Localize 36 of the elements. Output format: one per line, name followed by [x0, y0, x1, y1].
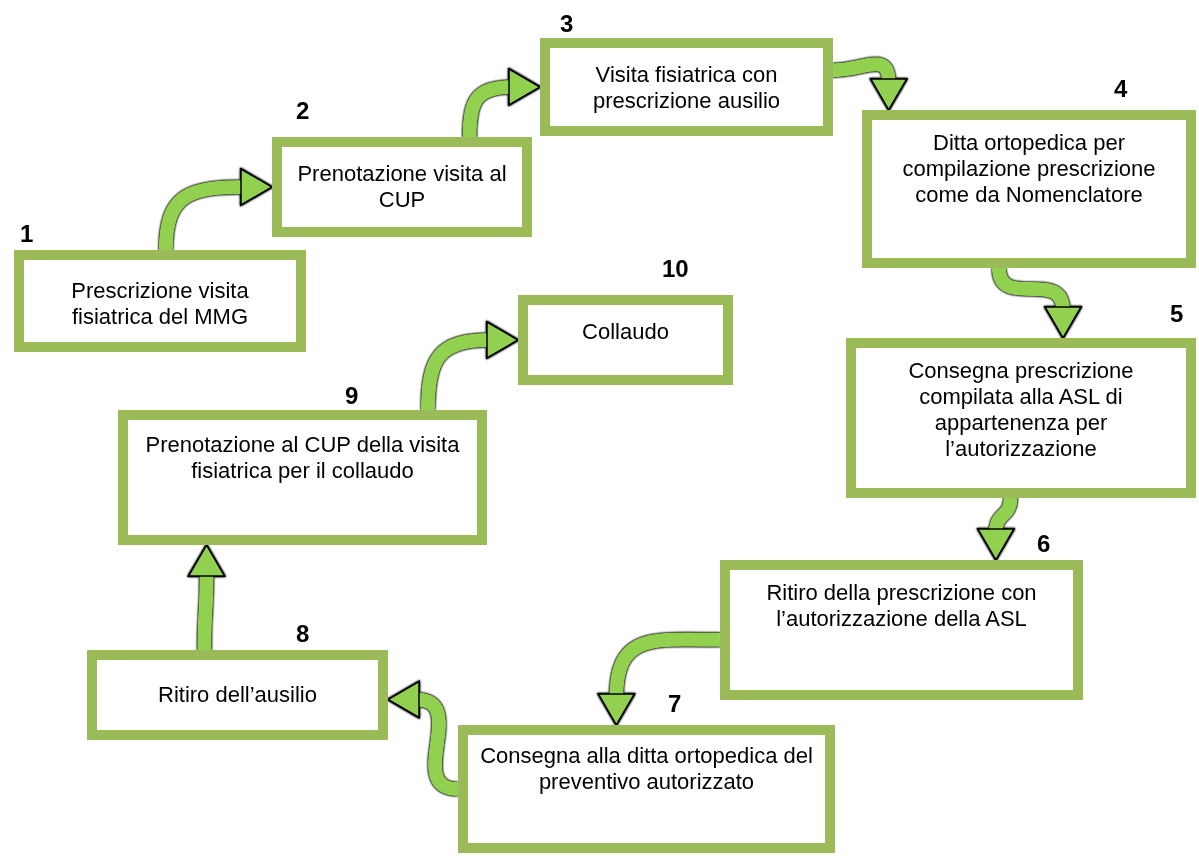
process-box	[518, 295, 733, 385]
process-box	[846, 338, 1196, 498]
step-number: 1	[20, 220, 34, 248]
box-text: Prenotazione al CUP della visita fisiatrica per il collaudo	[144, 432, 461, 484]
step-number: 7	[668, 690, 682, 718]
process-box	[272, 137, 532, 237]
step-number: 9	[345, 382, 359, 410]
box-text: Prescrizione visita fisiatrica del MMG	[70, 278, 250, 330]
curved-arrow	[387, 681, 460, 796]
box-text: Consegna prescrizione compilata alla ASL di appartenenza per l’autorizzazione	[907, 358, 1135, 462]
process-box	[862, 110, 1196, 268]
curved-arrow	[187, 544, 226, 651]
step-number: 6	[1037, 530, 1051, 558]
step-number: 8	[296, 620, 310, 648]
process-box	[14, 250, 306, 352]
process-box	[87, 650, 388, 740]
curved-arrow	[597, 632, 721, 726]
step-number: 10	[662, 255, 689, 283]
box-text: Ditta ortopedica per compilazione prescrizione come da Nomenclatore	[901, 130, 1157, 208]
process-box	[720, 560, 1083, 700]
box-text: Collaudo	[582, 319, 669, 345]
process-box	[458, 725, 835, 853]
curved-arrow	[977, 497, 1018, 561]
curved-arrow	[992, 267, 1082, 339]
box-text: Consegna alla ditta ortopedica del preventivo autorizzato	[479, 743, 814, 795]
process-box	[118, 410, 487, 545]
step-number: 3	[560, 10, 574, 38]
box-text: Ritiro dell’ausilio	[158, 682, 317, 708]
step-number: 5	[1170, 300, 1184, 328]
process-box	[540, 38, 833, 136]
box-text: Ritiro della prescrizione con l’autorizzazione della ASL	[765, 580, 1038, 632]
curved-arrow	[832, 57, 908, 111]
box-text: Prenotazione visita al CUP	[296, 161, 508, 213]
step-number: 2	[296, 97, 310, 125]
step-number: 4	[1114, 75, 1128, 103]
box-text: Visita fisiatrica con prescrizione ausilio	[591, 62, 782, 114]
